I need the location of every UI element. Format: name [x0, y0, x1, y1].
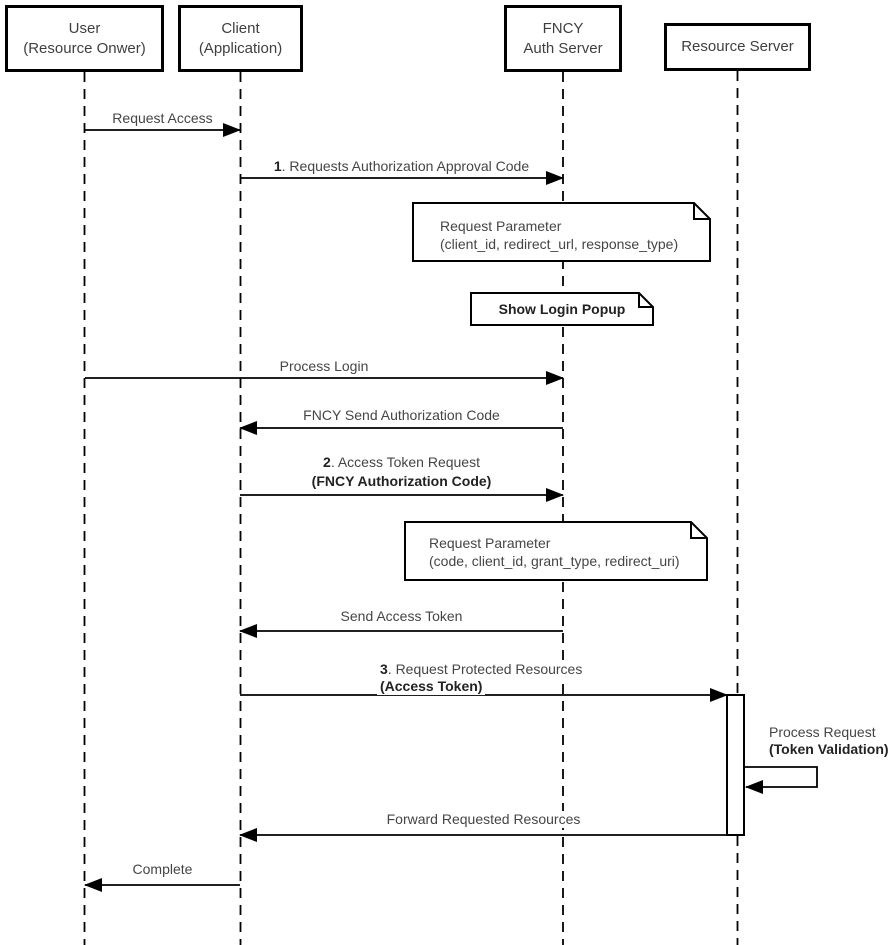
- note1-text: Request Parameter (client_id, redirect_u…: [440, 218, 679, 252]
- label-process-login: Process Login: [85, 358, 563, 375]
- participant-resource-server: Resource Server: [664, 23, 811, 71]
- note-show-login-popup: [470, 292, 654, 326]
- participant-resource-line1: Resource Server: [681, 38, 794, 55]
- label-request-protected-resources: 3. Request Protected Resources (Access T…: [377, 661, 586, 695]
- label-forward-requested-resources: Forward Requested Resources: [240, 811, 727, 828]
- label-fncy-send-auth-code: FNCY Send Authorization Code: [240, 407, 563, 424]
- note-request-parameter-2: [404, 521, 708, 581]
- participant-user: User (Resource Onwer): [5, 5, 164, 72]
- participant-fncy-auth-server: FNCY Auth Server: [504, 5, 622, 72]
- label-access-token-request: 2. Access Token Request (FNCY Authorizat…: [240, 453, 563, 491]
- label-send-access-token: Send Access Token: [240, 608, 563, 625]
- label-requests-auth-approval-code: 1. Requests Authorization Approval Code: [240, 158, 563, 175]
- label-request-access: Request Access: [85, 110, 240, 127]
- participant-client: Client (Application): [178, 5, 303, 72]
- participant-user-line2: (Resource Onwer): [23, 39, 146, 57]
- participant-fncy-line1: FNCY: [542, 19, 584, 37]
- note2-text: Request Parameter (code, client_id, gran…: [429, 535, 680, 569]
- participant-client-line1: Client: [221, 19, 260, 37]
- activation-bar: [726, 694, 745, 836]
- label-complete: Complete: [85, 861, 240, 878]
- arrow-self-process-request: [744, 766, 818, 794]
- participant-fncy-line2: Auth Server: [523, 39, 603, 57]
- login-popup-text: Show Login Popup: [498, 301, 626, 317]
- participant-user-line1: User: [68, 19, 101, 37]
- label-process-request: Process Request (Token Validation): [769, 724, 889, 757]
- participant-client-line2: (Application): [198, 39, 283, 57]
- note-request-parameter-1: [412, 202, 711, 262]
